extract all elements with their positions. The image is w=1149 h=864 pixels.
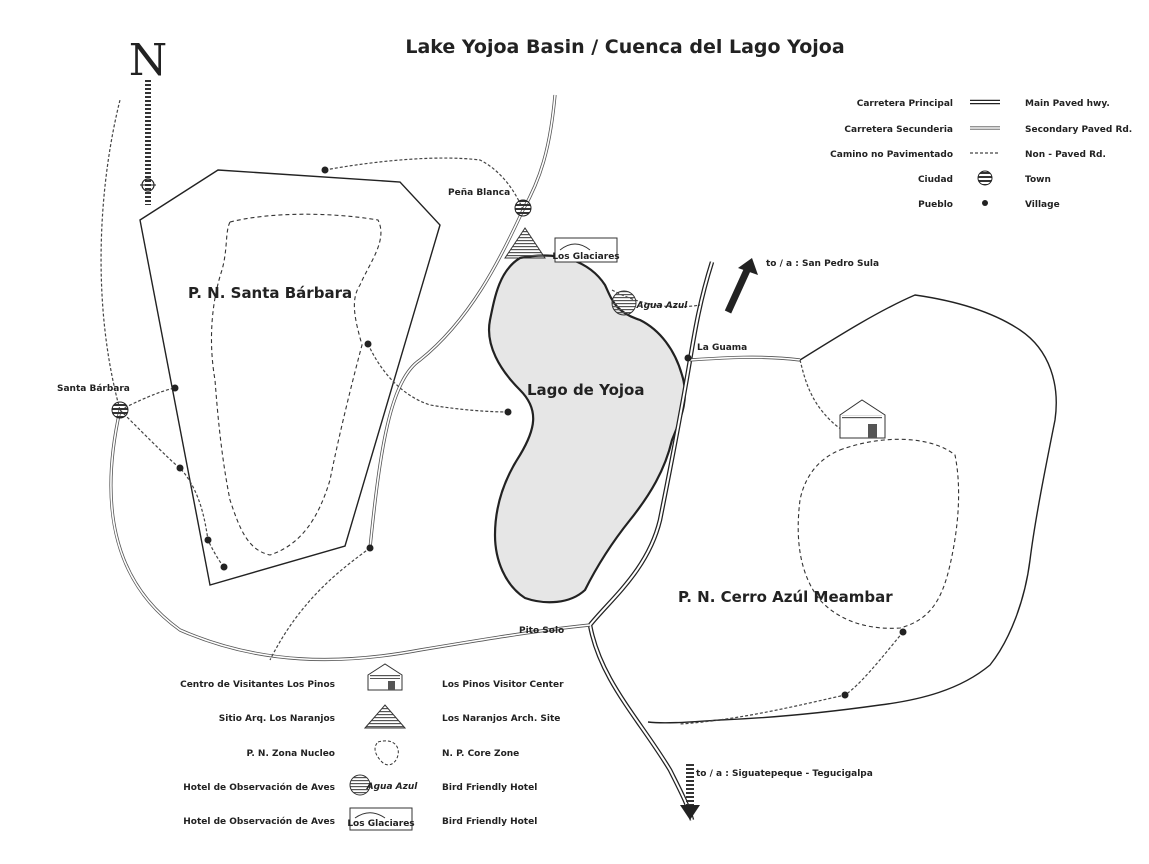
town-pena-blanca [514, 199, 532, 217]
svg-text:Agua Azul: Agua Azul [636, 301, 689, 311]
svg-text:Camino no Pavimentado: Camino no Pavimentado [830, 150, 953, 160]
north-arrow-icon: N [129, 35, 168, 205]
svg-text:Bird Friendly Hotel: Bird Friendly Hotel [442, 817, 537, 827]
svg-text:Carretera Principal: Carretera Principal [857, 99, 953, 109]
sites-legend: Centro de Visitantes Los Pinos Los Pinos… [180, 663, 564, 831]
svg-text:Los Naranjos Arch. Site: Los Naranjos Arch. Site [442, 714, 560, 724]
svg-text:Secondary Paved Rd.: Secondary Paved Rd. [1025, 125, 1132, 135]
town-santa-barbara [111, 401, 129, 419]
pyramid-legend-icon [363, 704, 407, 729]
svg-text:Hotel de Observación de Aves: Hotel de Observación de Aves [183, 782, 335, 793]
village-markers [171, 166, 907, 699]
cerro-azul-park-boundary [647, 294, 1057, 724]
lake-yojoa [487, 254, 686, 604]
svg-text:Non - Paved Rd.: Non - Paved Rd. [1025, 150, 1106, 160]
town-markers [111, 199, 532, 419]
label-pena-blanca: Peña Blanca [448, 188, 510, 198]
label-la-guama: La Guama [697, 343, 747, 353]
svg-text:Town: Town [1025, 175, 1051, 185]
label-santa-barbara: Santa Bárbara [57, 384, 130, 394]
north-label: N [129, 35, 168, 86]
cerro-azul-core-zone [797, 438, 960, 629]
label-to-siguatepeque: to / a : Siguatepeque - Tegucigalpa [696, 769, 873, 779]
santa-barbara-core-zone [210, 213, 382, 556]
secondary-roads [109, 94, 801, 662]
road-legend: Carretera Principal Main Paved hwy. Carr… [830, 99, 1132, 210]
los-glaciares-logo: Los Glaciares [552, 237, 620, 263]
main-highway [587, 261, 715, 821]
los-glaciares-legend-icon: Los Glaciares [347, 807, 415, 831]
svg-text:Main Paved hwy.: Main Paved hwy. [1025, 99, 1110, 109]
svg-text:Sitio Arq. Los Naranjos: Sitio Arq. Los Naranjos [219, 714, 335, 724]
svg-text:Los Pinos Visitor Center: Los Pinos Visitor Center [442, 680, 564, 690]
arrow-siguatepeque-icon [680, 762, 700, 820]
svg-text:Hotel de Observación de Aves: Hotel de Observación de Aves [183, 816, 335, 827]
arrow-san-pedro-sula-icon [724, 258, 758, 314]
santa-barbara-park-boundary [139, 169, 441, 586]
label-santa-barbara-park: P. N. Santa Bárbara [188, 284, 352, 302]
svg-text:Ciudad: Ciudad [918, 175, 953, 185]
agua-azul-legend-icon: Agua Azul [349, 774, 419, 796]
svg-text:Carretera Secunderia: Carretera Secunderia [844, 125, 953, 135]
pyramid-icon [504, 227, 546, 259]
svg-text:Bird Friendly Hotel: Bird Friendly Hotel [442, 783, 537, 793]
visitor-center-legend-icon [367, 663, 403, 691]
svg-text:Agua Azul: Agua Azul [366, 782, 419, 792]
svg-text:Village: Village [1025, 200, 1060, 210]
svg-text:Pueblo: Pueblo [918, 200, 953, 210]
visitor-center-icon [839, 399, 886, 439]
agua-azul-logo: Agua Azul [611, 290, 689, 316]
svg-text:Los Glaciares: Los Glaciares [347, 819, 414, 829]
label-to-san-pedro-sula: to / a : San Pedro Sula [766, 259, 879, 269]
svg-text:N. P. Core Zone: N. P. Core Zone [442, 749, 519, 759]
label-cerro-azul-park: P. N. Cerro Azúl Meambar [678, 588, 893, 606]
label-lake: Lago de Yojoa [527, 381, 644, 399]
svg-text:Los Glaciares: Los Glaciares [552, 252, 619, 262]
label-pito-solo: Pito Solo [519, 626, 564, 636]
core-zone-legend-icon [374, 740, 399, 766]
svg-text:Centro de Visitantes Los Pinos: Centro de Visitantes Los Pinos [180, 680, 335, 690]
map-title: Lake Yojoa Basin / Cuenca del Lago Yojoa [405, 36, 844, 58]
svg-text:P. N. Zona Nucleo: P. N. Zona Nucleo [246, 749, 335, 759]
